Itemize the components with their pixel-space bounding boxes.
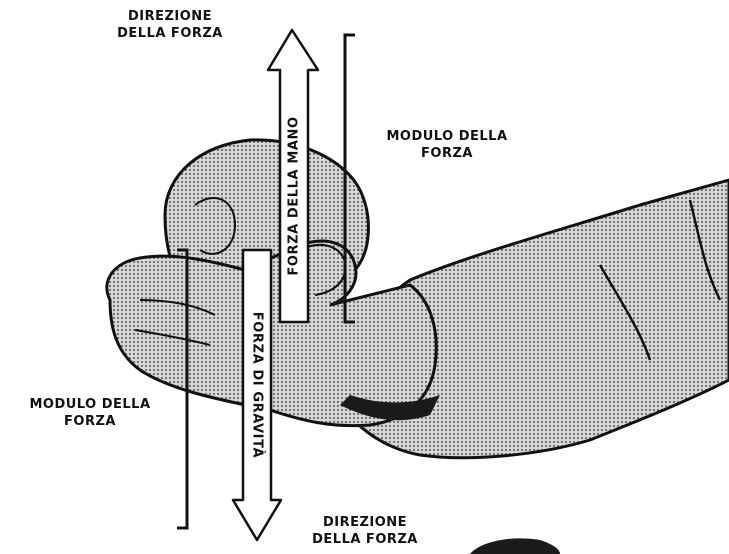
top-direction-line-2: DELLA FORZA: [95, 25, 245, 42]
top-magnitude-label: MODULO DELLA FORZA: [362, 128, 532, 162]
bottom-shadow: [470, 538, 560, 554]
top-magnitude-line-2: FORZA: [362, 145, 532, 162]
bottom-direction-line-1: DIREZIONE: [290, 514, 440, 531]
hand-force-label: FORZA DELLA MANO: [287, 116, 302, 275]
top-direction-line-1: DIREZIONE: [95, 8, 245, 25]
bottom-magnitude-line-1: MODULO DELLA: [5, 396, 175, 413]
bottom-direction-line-2: DELLA FORZA: [290, 531, 440, 548]
top-magnitude-line-1: MODULO DELLA: [362, 128, 532, 145]
bottom-magnitude-line-2: FORZA: [5, 413, 175, 430]
bottom-magnitude-label: MODULO DELLA FORZA: [5, 396, 175, 430]
top-direction-label: DIREZIONE DELLA FORZA: [95, 8, 245, 42]
bottom-direction-label: DIREZIONE DELLA FORZA: [290, 514, 440, 548]
gravity-force-label: FORZA DI GRAVITÀ: [250, 312, 265, 458]
